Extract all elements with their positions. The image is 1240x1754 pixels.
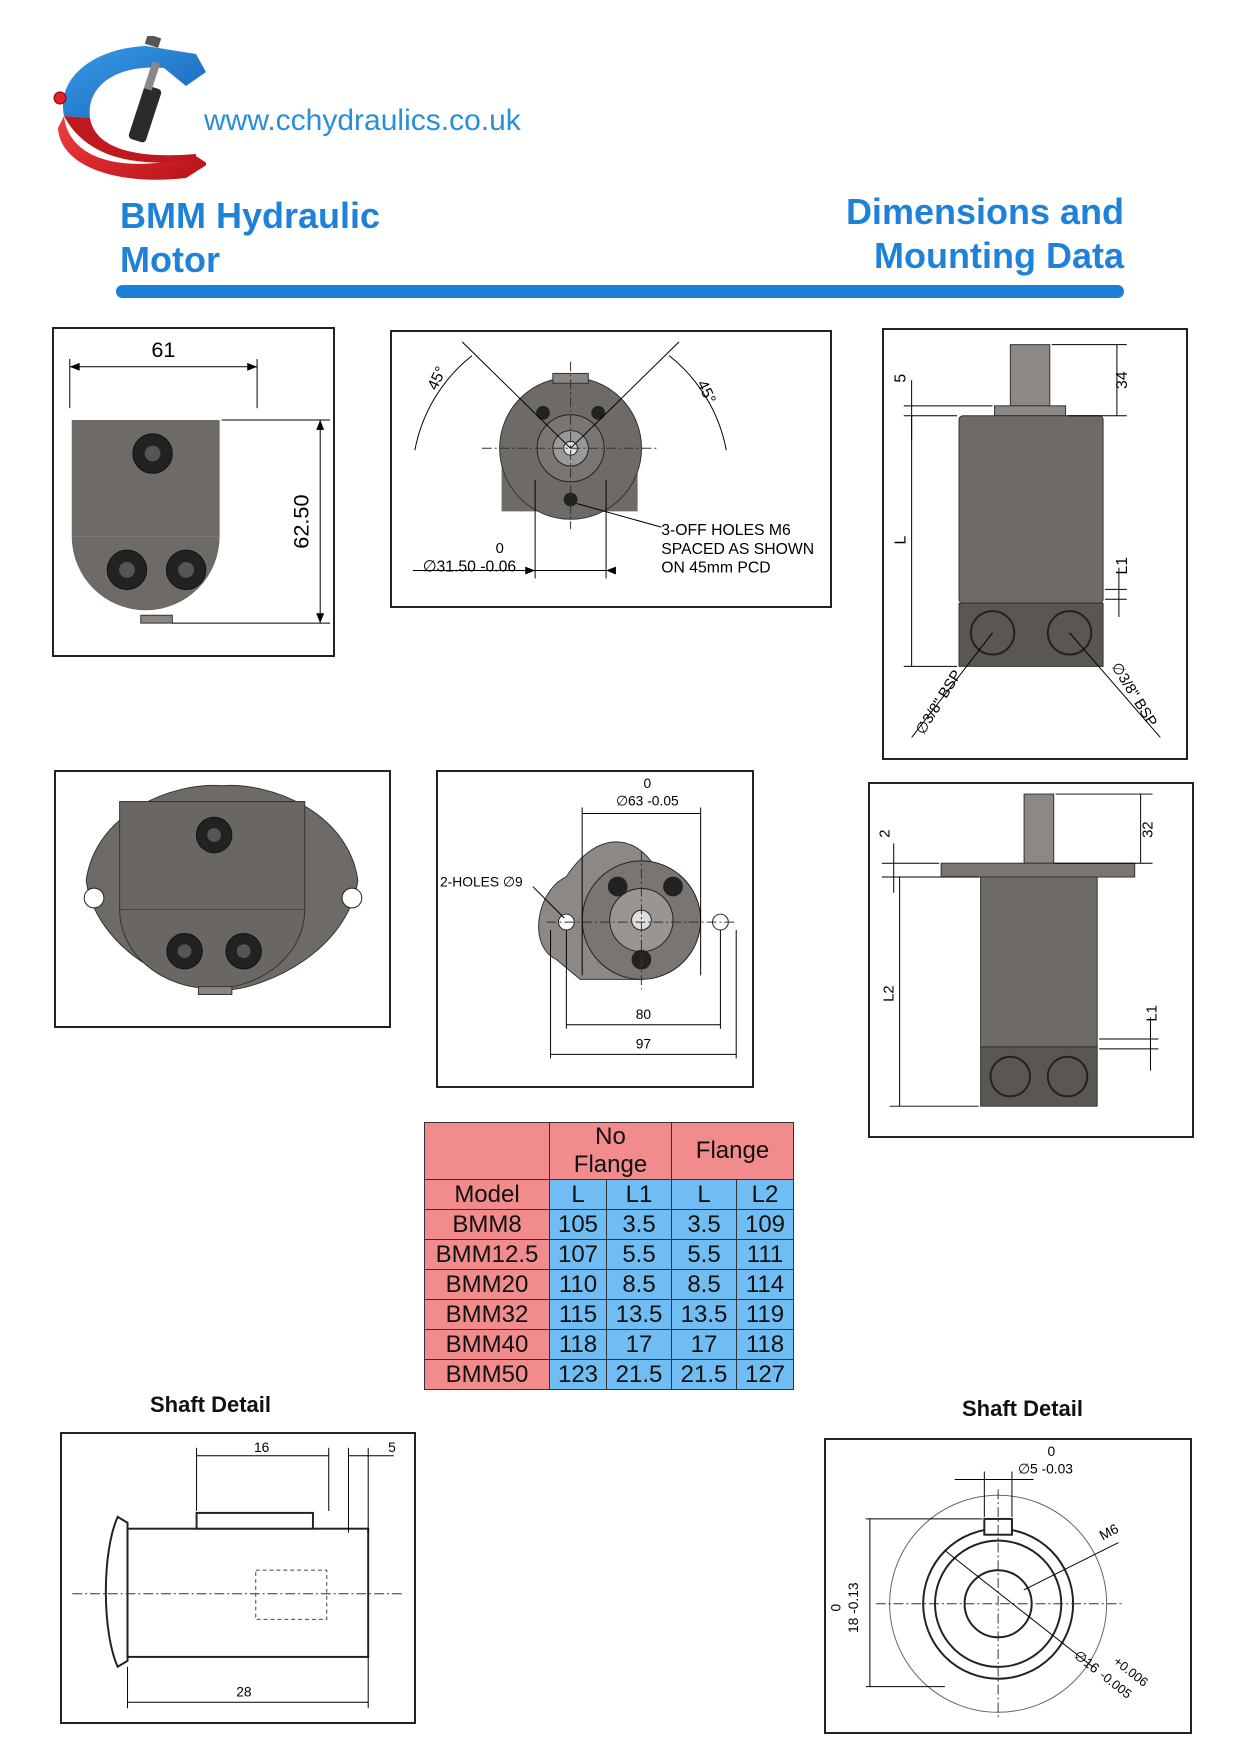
flange-l1-label: L1 bbox=[1144, 1005, 1160, 1021]
table-sub-header-row: Model L L1 L L2 bbox=[424, 1179, 794, 1210]
flange-header: Flange bbox=[671, 1122, 794, 1180]
shaft-total-label: 28 bbox=[236, 1684, 252, 1699]
value-cell: 8.5 bbox=[671, 1269, 737, 1300]
flange-side-drawing: 32 2 L2 L1 bbox=[868, 782, 1194, 1138]
flange-zero-label: 0 bbox=[643, 775, 651, 791]
value-cell: 5.5 bbox=[671, 1239, 737, 1270]
value-cell: 5.5 bbox=[606, 1239, 672, 1270]
sub-header-l1: L1 bbox=[606, 1179, 672, 1210]
value-cell: 109 bbox=[736, 1209, 794, 1240]
key-zero-label: 0 bbox=[1048, 1443, 1056, 1459]
table-row: BMM40 118 17 17 118 bbox=[424, 1329, 794, 1360]
height-zero-label: 0 bbox=[827, 1604, 843, 1612]
flange-front-drawing: 0 ∅63 -0.05 2-HOLES ∅9 80 97 bbox=[436, 770, 754, 1088]
rear-height-label: 62.50 bbox=[288, 494, 313, 548]
website-url[interactable]: www.cchydraulics.co.uk bbox=[204, 104, 521, 137]
side-l1-label: L1 bbox=[1114, 557, 1131, 575]
model-cell: BMM40 bbox=[424, 1329, 550, 1360]
rear-width-label: 61 bbox=[151, 337, 175, 362]
value-cell: 123 bbox=[549, 1359, 607, 1390]
flange-width-inner: 80 bbox=[636, 1006, 652, 1022]
sub-header-l2: L2 bbox=[736, 1179, 794, 1210]
end-dia-label: ∅31.50 -0.06 bbox=[423, 559, 517, 576]
shaft-dia-label: ∅16 bbox=[1071, 1647, 1103, 1677]
flange-width-outer: 97 bbox=[636, 1035, 651, 1051]
product-title-line1: BMM Hydraulic bbox=[120, 195, 381, 236]
model-cell: BMM32 bbox=[424, 1299, 550, 1330]
table-corner-cell bbox=[424, 1122, 550, 1180]
model-cell: BMM8 bbox=[424, 1209, 550, 1240]
model-cell: BMM50 bbox=[424, 1359, 550, 1390]
sub-header-l-flange: L bbox=[671, 1179, 737, 1210]
page-subtitle-line2: Mounting Data bbox=[874, 235, 1124, 276]
height-value-label: 18 -0.13 bbox=[845, 1582, 861, 1633]
header-divider bbox=[116, 285, 1124, 298]
angle-left-label: 45° bbox=[425, 364, 450, 393]
rear-view-drawing: 61 62.50 bbox=[52, 327, 335, 657]
value-cell: 118 bbox=[736, 1329, 794, 1360]
value-cell: 3.5 bbox=[606, 1209, 672, 1240]
page-subtitle-line1: Dimensions and bbox=[845, 191, 1124, 232]
port-right-label: ∅3/8" BSP bbox=[1108, 660, 1160, 730]
value-cell: 118 bbox=[549, 1329, 607, 1360]
flange-shaft-length-label: 32 bbox=[1140, 821, 1156, 837]
shaft-detail-side-drawing: 16 5 28 bbox=[60, 1432, 416, 1724]
value-cell: 3.5 bbox=[671, 1209, 737, 1240]
shaft-length-label: 34 bbox=[1114, 371, 1131, 389]
value-cell: 8.5 bbox=[606, 1269, 672, 1300]
value-cell: 17 bbox=[671, 1329, 737, 1360]
value-cell: 107 bbox=[549, 1239, 607, 1270]
product-title: BMM Hydraulic Motor bbox=[120, 194, 450, 282]
shaft-detail-side-title: Shaft Detail bbox=[150, 1392, 272, 1417]
shaft-step-label: 5 bbox=[893, 374, 910, 383]
value-cell: 21.5 bbox=[671, 1359, 737, 1390]
flange-dia-label: ∅63 -0.05 bbox=[616, 793, 679, 809]
table-group-header-row: No Flange Flange bbox=[424, 1122, 794, 1180]
model-dimensions-table: No Flange Flange Model L L1 L L2 BMM8 10… bbox=[424, 1122, 794, 1390]
value-cell: 127 bbox=[736, 1359, 794, 1390]
flange-rear-drawing bbox=[54, 770, 391, 1028]
value-cell: 17 bbox=[606, 1329, 672, 1360]
company-logo bbox=[46, 34, 208, 186]
table-row: BMM20 110 8.5 8.5 114 bbox=[424, 1269, 794, 1300]
table-row: BMM8 105 3.5 3.5 109 bbox=[424, 1209, 794, 1240]
shaft-end-label: 5 bbox=[388, 1440, 396, 1455]
value-cell: 13.5 bbox=[606, 1299, 672, 1330]
key-length-label: 16 bbox=[254, 1440, 270, 1455]
product-title-line2: Motor bbox=[120, 239, 220, 280]
value-cell: 114 bbox=[736, 1269, 794, 1300]
value-cell: 110 bbox=[549, 1269, 607, 1300]
table-row: BMM12.5 107 5.5 5.5 111 bbox=[424, 1239, 794, 1270]
table-row: BMM50 123 21.5 21.5 127 bbox=[424, 1359, 794, 1390]
no-flange-header: No Flange bbox=[549, 1122, 672, 1180]
shaft-detail-end-title: Shaft Detail bbox=[962, 1396, 1084, 1421]
key-width-label: ∅5 -0.03 bbox=[1018, 1461, 1073, 1477]
value-cell: 115 bbox=[549, 1299, 607, 1330]
value-cell: 21.5 bbox=[606, 1359, 672, 1390]
shaft-detail-end-drawing: 0 ∅5 -0.03 M6 0 18 -0.13 ∅16 +0.006 -0.0… bbox=[824, 1438, 1192, 1734]
side-view-drawing: 34 5 L L1 ∅3/8" BSP ∅3/8" BSP bbox=[882, 328, 1188, 760]
model-cell: BMM20 bbox=[424, 1269, 550, 1300]
thread-label: M6 bbox=[1097, 1520, 1122, 1543]
page-subtitle: Dimensions and Mounting Data bbox=[764, 190, 1124, 278]
model-cell: BMM12.5 bbox=[424, 1239, 550, 1270]
value-cell: 105 bbox=[549, 1209, 607, 1240]
holes-note-line2: SPACED AS SHOWN bbox=[661, 541, 814, 558]
table-row: BMM32 115 13.5 13.5 119 bbox=[424, 1299, 794, 1330]
flange-body-length-label: L2 bbox=[882, 985, 898, 1001]
flange-step-label: 2 bbox=[878, 829, 894, 837]
value-cell: 119 bbox=[736, 1299, 794, 1330]
model-header: Model bbox=[424, 1179, 550, 1210]
holes-note-line1: 3-OFF HOLES M6 bbox=[661, 522, 791, 539]
value-cell: 13.5 bbox=[671, 1299, 737, 1330]
end-view-drawing: 45° 45° 0 ∅31.50 -0.06 3-OFF HOLES M6 SP… bbox=[390, 330, 832, 608]
port-left-label: ∅3/8" BSP bbox=[913, 668, 965, 738]
end-zero-label: 0 bbox=[496, 541, 504, 557]
value-cell: 111 bbox=[736, 1239, 794, 1270]
body-length-label: L bbox=[893, 535, 910, 544]
holes-note-line3: ON 45mm PCD bbox=[661, 559, 770, 576]
angle-right-label: 45° bbox=[693, 378, 718, 407]
sub-header-l: L bbox=[549, 1179, 607, 1210]
flange-holes-label: 2-HOLES ∅9 bbox=[440, 874, 523, 890]
